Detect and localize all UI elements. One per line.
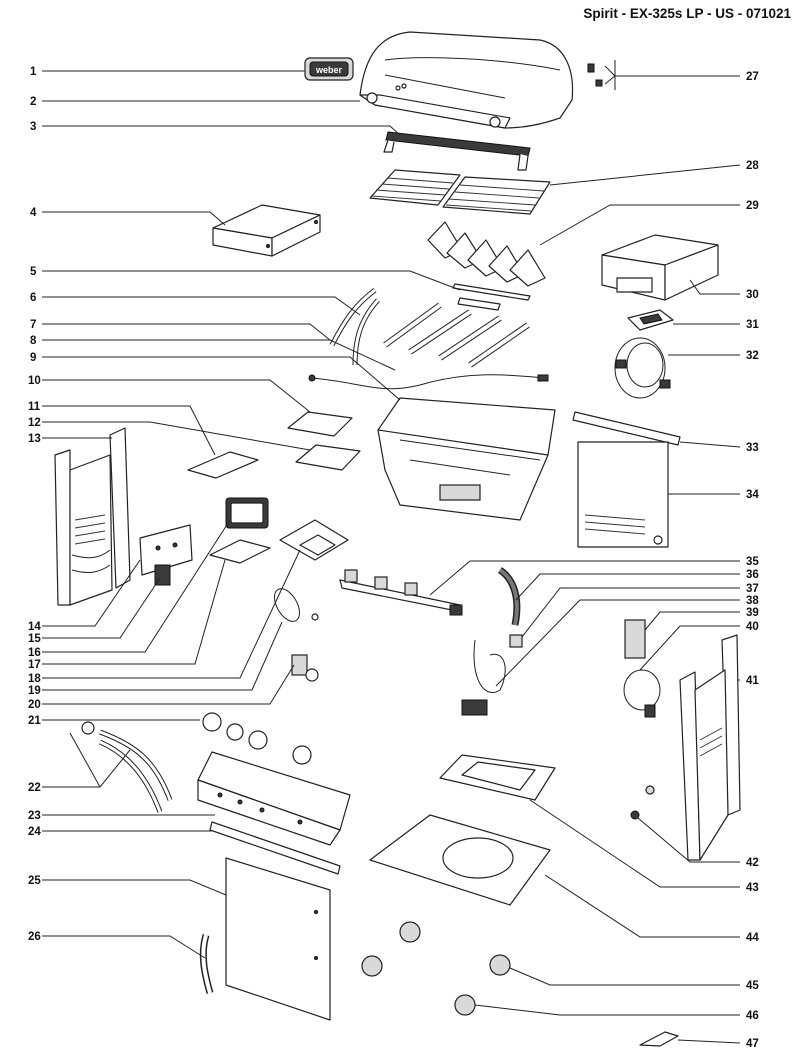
callout-39: 39 bbox=[746, 607, 759, 619]
callout-22: 22 bbox=[28, 782, 41, 794]
part-19 bbox=[274, 588, 319, 622]
callout-28: 28 bbox=[746, 160, 759, 172]
part-cooking-grates bbox=[369, 169, 551, 215]
callout-26: 26 bbox=[28, 931, 41, 943]
part-18 bbox=[279, 519, 349, 561]
callout-6: 6 bbox=[30, 292, 36, 304]
callout-17: 17 bbox=[28, 659, 41, 671]
part-door-handle bbox=[199, 933, 214, 994]
part-22 bbox=[98, 729, 173, 813]
part-lid bbox=[359, 31, 574, 129]
callout-45: 45 bbox=[746, 980, 759, 992]
callout-36: 36 bbox=[746, 569, 759, 581]
callout-33: 33 bbox=[746, 442, 759, 454]
callout-21: 21 bbox=[28, 715, 41, 727]
callout-5: 5 bbox=[30, 266, 37, 278]
part-burner-tubes bbox=[383, 283, 531, 368]
part-30-box bbox=[601, 234, 719, 301]
callout-10: 10 bbox=[28, 375, 41, 387]
callout-19: 19 bbox=[28, 685, 41, 697]
part-17 bbox=[209, 539, 271, 564]
part-rear-panel bbox=[577, 441, 669, 548]
callout-3: 3 bbox=[30, 121, 36, 133]
part-4-box bbox=[212, 204, 321, 257]
part-16 bbox=[225, 497, 269, 529]
callout-32: 32 bbox=[746, 350, 759, 362]
callout-20: 20 bbox=[28, 699, 41, 711]
callout-37: 37 bbox=[746, 583, 759, 595]
callout-4: 4 bbox=[30, 207, 37, 219]
callout-15: 15 bbox=[28, 633, 41, 645]
part-40-wire bbox=[623, 669, 661, 718]
leader-lines bbox=[42, 60, 741, 1044]
callout-35: 35 bbox=[746, 556, 759, 568]
part-door bbox=[225, 857, 331, 1021]
callout-24: 24 bbox=[28, 826, 41, 838]
callout-38: 38 bbox=[746, 595, 759, 607]
part-36-hose bbox=[497, 567, 521, 626]
part-casters bbox=[361, 921, 511, 1016]
callout-30: 30 bbox=[746, 289, 759, 301]
part-31 bbox=[627, 309, 674, 331]
callout-13: 13 bbox=[28, 433, 41, 445]
callout-46: 46 bbox=[746, 1010, 759, 1022]
part-cookbox bbox=[377, 397, 556, 521]
callout-numbers-left: 1 2 3 4 5 6 7 8 9 10 11 12 13 14 15 16 1… bbox=[28, 66, 41, 943]
part-left-frame bbox=[54, 427, 131, 606]
diagram-title: Spirit - EX-325s LP - US - 071021 bbox=[583, 6, 791, 21]
part-crossover-tubes bbox=[329, 288, 380, 366]
callout-40: 40 bbox=[746, 621, 759, 633]
part-27-hardware bbox=[587, 63, 603, 87]
callout-numbers-right: 27 28 29 30 31 32 33 34 35 36 37 38 39 4… bbox=[746, 71, 759, 1050]
callout-47: 47 bbox=[746, 1038, 759, 1050]
part-warming-rack bbox=[383, 131, 531, 171]
callout-27: 27 bbox=[746, 71, 759, 83]
callout-44: 44 bbox=[746, 932, 759, 944]
part-33-bar bbox=[572, 411, 681, 446]
callout-18: 18 bbox=[28, 673, 41, 685]
callout-9: 9 bbox=[30, 352, 36, 364]
part-39 bbox=[624, 619, 646, 659]
part-drip-tray bbox=[287, 411, 361, 471]
callout-7: 7 bbox=[30, 319, 36, 331]
part-47-tool bbox=[639, 1031, 679, 1047]
callout-1: 1 bbox=[30, 66, 37, 78]
callout-42: 42 bbox=[746, 857, 759, 869]
part-logo-badge: weber bbox=[304, 57, 354, 81]
part-11-panel bbox=[187, 451, 259, 479]
part-grease-tray bbox=[439, 754, 556, 801]
part-37 bbox=[509, 634, 523, 648]
part-bottom-tray bbox=[369, 814, 551, 906]
callout-29: 29 bbox=[746, 200, 759, 212]
callout-23: 23 bbox=[28, 810, 41, 822]
callout-25: 25 bbox=[28, 875, 41, 887]
part-flavorizer-bars bbox=[427, 221, 546, 287]
callout-8: 8 bbox=[30, 335, 37, 347]
part-control-knobs bbox=[81, 712, 312, 765]
part-38-hose bbox=[461, 639, 506, 716]
part-igniter-wire bbox=[308, 374, 549, 390]
part-wiring-harness bbox=[614, 337, 671, 399]
callout-11: 11 bbox=[28, 401, 41, 413]
callout-43: 43 bbox=[746, 882, 759, 894]
callout-16: 16 bbox=[28, 647, 41, 659]
callout-14: 14 bbox=[28, 621, 41, 633]
callout-41: 41 bbox=[746, 675, 759, 687]
callout-12: 12 bbox=[28, 417, 41, 429]
part-42 bbox=[630, 785, 655, 820]
part-right-frame bbox=[679, 634, 741, 861]
callout-2: 2 bbox=[30, 96, 36, 108]
part-20 bbox=[291, 654, 319, 682]
callout-31: 31 bbox=[746, 319, 759, 331]
callout-34: 34 bbox=[746, 489, 759, 501]
part-manifold bbox=[339, 569, 463, 616]
part-24-rail bbox=[209, 821, 341, 875]
part-14-bracket bbox=[139, 524, 193, 576]
part-control-panel bbox=[197, 751, 351, 846]
logo-badge-text: weber bbox=[315, 65, 343, 75]
